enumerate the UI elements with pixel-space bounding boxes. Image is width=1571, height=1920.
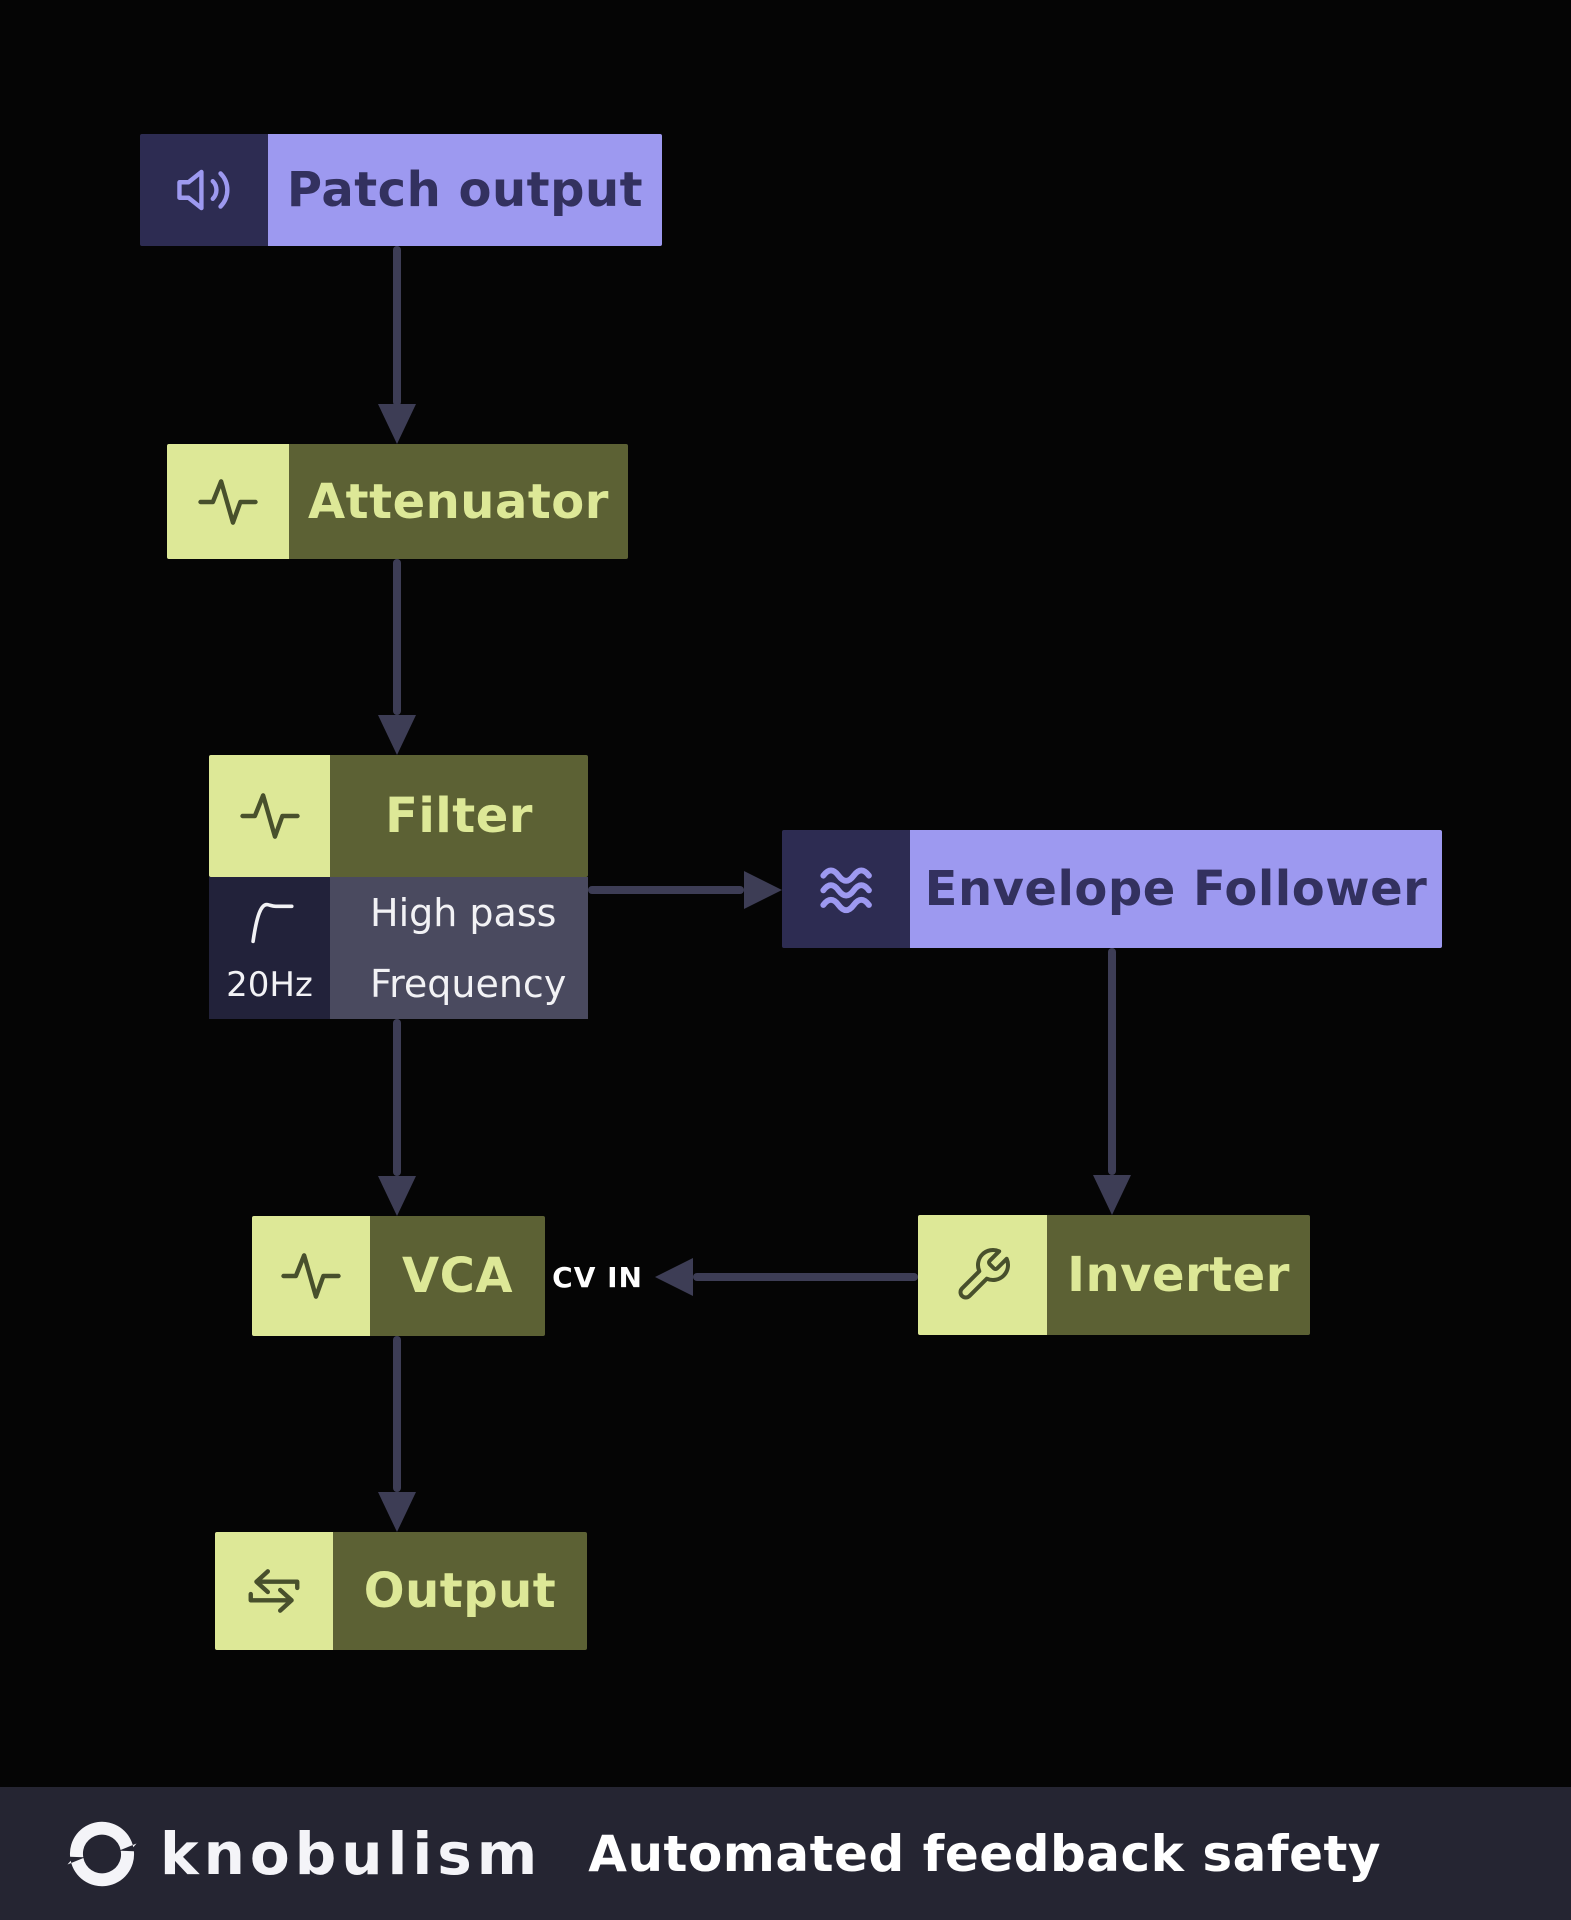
node-label: Inverter [1067,1247,1290,1303]
node-label: Output [363,1563,557,1619]
filter-icon-cell [209,755,330,877]
node-label: Envelope Follower [924,861,1428,917]
node-label: Filter [385,788,533,844]
filter-label-cell: Filter [330,755,588,877]
envelope-follower-label-cell: Envelope Follower [910,830,1442,948]
filter-param-row: Frequency [370,961,567,1006]
attenuator-icon-cell [167,444,289,559]
inverter-label-cell: Inverter [1047,1215,1310,1335]
filter-detail-rows: High pass Frequency [330,877,588,1019]
attenuator-label-cell: Attenuator [289,444,628,559]
arrowhead-right-icon [744,871,782,909]
envelope-follower-icon-cell [782,830,910,948]
arrow-patch-to-attenuator [393,246,401,406]
arrowhead-down-icon [378,715,416,755]
output-icon-cell [215,1532,333,1650]
arrow-inverter-to-vca [693,1273,918,1281]
vca-node: VCA [252,1216,545,1336]
arrowhead-down-icon [378,1492,416,1532]
filter-detail-icon-cell: 20Hz [209,877,330,1019]
speaker-icon [177,169,230,211]
footer-tagline: Automated feedback safety [588,1824,1381,1883]
patch-output-label-cell: Patch output [268,134,662,246]
patch-output-icon-cell [140,134,268,246]
waves-icon [820,867,872,914]
wrench-icon [958,1248,1010,1300]
node-label: Attenuator [308,473,609,530]
arrow-vca-to-output [393,1336,401,1492]
inverter-icon-cell [918,1215,1047,1335]
arrow-attenuator-to-filter [393,559,401,715]
filter-frequency-value: 20Hz [226,965,313,1005]
attenuator-node: Attenuator [167,444,628,559]
vca-icon-cell [252,1216,370,1336]
activity-icon [239,793,300,839]
arrow-envelope-to-inverter [1108,948,1116,1175]
arrowhead-down-icon [378,404,416,444]
activity-icon [198,478,258,525]
brand-name: knobulism [160,1819,543,1888]
node-label: VCA [401,1248,514,1304]
arrowhead-down-icon [1093,1175,1131,1215]
highpass-curve-icon [250,902,294,944]
arrowhead-down-icon [378,1176,416,1216]
node-label: Patch output [286,162,644,218]
transfer-icon [248,1569,300,1613]
output-label-cell: Output [333,1532,587,1650]
vca-label-cell: VCA [370,1216,545,1336]
cv-in-label: CV IN [552,1260,643,1294]
patch-output-node: Patch output [140,134,662,246]
activity-icon [281,1253,341,1299]
filter-mode-row: High pass [370,890,557,935]
output-node: Output [215,1532,587,1650]
knobulism-logo-icon [67,1821,137,1886]
arrowhead-left-icon [655,1258,693,1296]
filter-node: Filter [209,755,588,877]
arrow-filter-to-vca [393,1019,401,1176]
arrow-filter-to-envelope [588,886,744,894]
footer-bar: knobulism Automated feedback safety [0,1787,1571,1920]
inverter-node: Inverter [918,1215,1310,1335]
filter-detail-panel: 20Hz High pass Frequency [209,877,588,1019]
envelope-follower-node: Envelope Follower [782,830,1442,948]
